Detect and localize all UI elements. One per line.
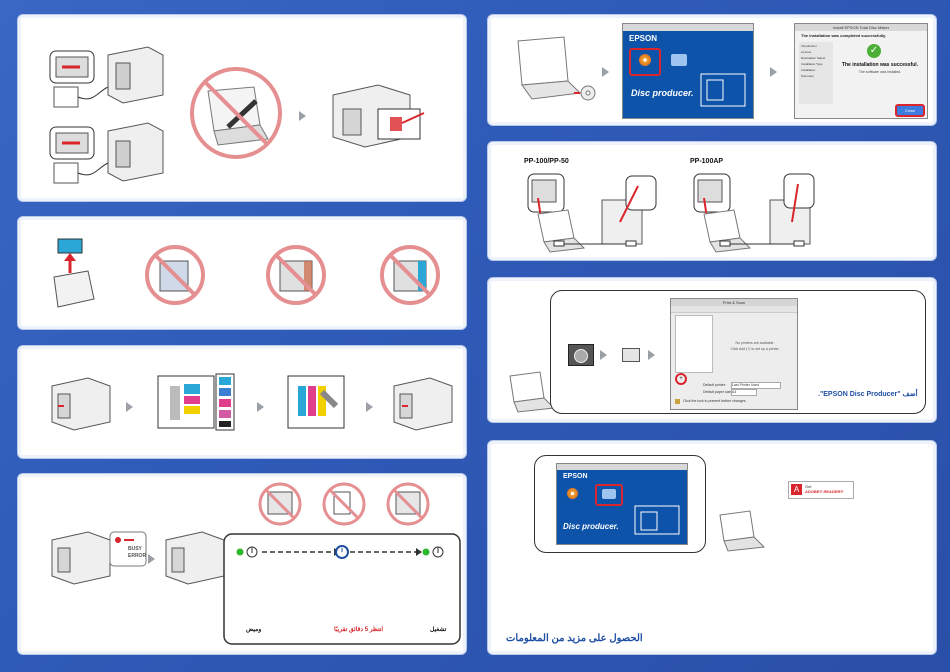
- no-printers-text: No printers are available.: [735, 341, 775, 345]
- adobe-reader-badge[interactable]: A Get ADOBE® READER®: [788, 481, 854, 499]
- epson-brand: EPSON: [563, 473, 588, 480]
- panel-power-on: BUSY ERROR وميض انتظر 5 دقائق تقريبًا تش…: [17, 473, 467, 655]
- adobe-get-text: Get: [805, 484, 812, 489]
- status-error-label: ERROR: [128, 553, 147, 559]
- sidebar-step: Destination Select: [801, 56, 826, 60]
- installer-sidebar: Introduction License Destination Select …: [799, 42, 833, 104]
- printer-icon: [622, 348, 640, 362]
- add-printer-button[interactable]: +: [675, 373, 687, 385]
- print-scan-window: Print & Scan No printers are available. …: [670, 298, 798, 410]
- default-printer-select[interactable]: Last Printer Used: [731, 382, 781, 389]
- laptop-illustration: [719, 510, 766, 552]
- arrow-icon: [648, 350, 655, 360]
- arrow-icon: [600, 350, 607, 360]
- label-blink: وميض: [246, 627, 262, 633]
- success-heading: The installation was completed successfu…: [801, 33, 887, 38]
- lock-icon[interactable]: [675, 399, 680, 404]
- panel-add-printer: Print & Scan No printers are available. …: [487, 277, 937, 423]
- system-prefs-icon: [568, 344, 594, 366]
- arrow-icon: [602, 67, 609, 77]
- add-printer-caption: أضف "EPSON Disc Producer".: [818, 391, 918, 398]
- laptop-cd-illustration: [517, 36, 596, 101]
- panel-installer: EPSON Disc producer. Install EPSON Total…: [487, 14, 937, 126]
- lock-hint-text: Click the lock to prevent further change…: [683, 399, 747, 403]
- success-window: Install EPSON Total Disc Maker The insta…: [794, 23, 928, 119]
- power-illustration: [51, 482, 461, 645]
- usb-illustration: [527, 173, 815, 253]
- manual-icon-highlight[interactable]: [595, 484, 623, 506]
- arrow-icon: [770, 67, 777, 77]
- disc-producer-logo: Disc producer.: [563, 522, 619, 531]
- default-paper-label: Default paper size:: [703, 390, 733, 394]
- panel-more-info: EPSON Disc producer. A Get ADOBE® READER…: [487, 440, 937, 655]
- label-on: تشغيل: [430, 627, 447, 633]
- print-scan-title: Print & Scan: [671, 299, 797, 306]
- model-label-b: PP-100AP: [690, 158, 724, 165]
- sidebar-step: Summary: [801, 74, 814, 78]
- default-paper-select[interactable]: A4: [731, 389, 757, 396]
- disc-producer-logo: Disc producer.: [631, 88, 694, 98]
- success-sub: The software was installed.: [858, 70, 902, 74]
- default-printer-label: Default printer:: [703, 383, 726, 387]
- app-window: EPSON Disc producer.: [556, 463, 688, 545]
- adobe-icon: A: [791, 484, 802, 495]
- epson-brand: EPSON: [629, 34, 658, 43]
- install-illustration: [51, 373, 453, 431]
- printer-list[interactable]: [675, 315, 713, 373]
- printer-outline: [700, 73, 746, 107]
- folder-icon: [602, 489, 616, 499]
- status-busy-label: BUSY: [128, 546, 142, 552]
- model-label-a: PP-100/PP-50: [524, 158, 569, 165]
- success-check-icon: ✓: [867, 44, 881, 58]
- sidebar-step: Introduction: [801, 44, 817, 48]
- adobe-reader-text: ADOBE® READER®: [805, 489, 844, 494]
- panel-connect-cables: [17, 14, 467, 202]
- folder-icon: [671, 54, 687, 66]
- printer-outline: [634, 505, 680, 535]
- sidebar-step: License: [801, 50, 812, 54]
- installer-window: EPSON Disc producer.: [622, 23, 754, 119]
- more-info-title: الحصول على مزيد من المعلومات: [506, 633, 643, 644]
- panel-usb-connection: PP-100/PP-50 PP-100AP: [487, 141, 937, 261]
- close-button[interactable]: Close: [895, 104, 925, 117]
- laptop-illustration: [509, 371, 556, 413]
- label-wait: انتظر 5 دقائق تقريبًا: [334, 627, 384, 633]
- panel-install-cartridges: [17, 345, 467, 459]
- panel-ink-cartridges: [17, 216, 467, 330]
- success-message: The installation was successful.: [841, 62, 919, 68]
- disc-icon: [639, 54, 651, 66]
- close-button-label: Close: [904, 108, 916, 113]
- disc-icon: [567, 488, 578, 499]
- success-window-title: Install EPSON Total Disc Maker: [795, 24, 927, 31]
- sidebar-step: Installation: [801, 68, 816, 72]
- add-hint-text: Click Add (+) to set up a printer.: [730, 347, 780, 351]
- connection-illustration: [49, 46, 425, 184]
- sidebar-step: Installation Type: [801, 62, 823, 66]
- cartridge-illustration: [53, 238, 440, 308]
- installer-icon-highlight[interactable]: [629, 48, 661, 76]
